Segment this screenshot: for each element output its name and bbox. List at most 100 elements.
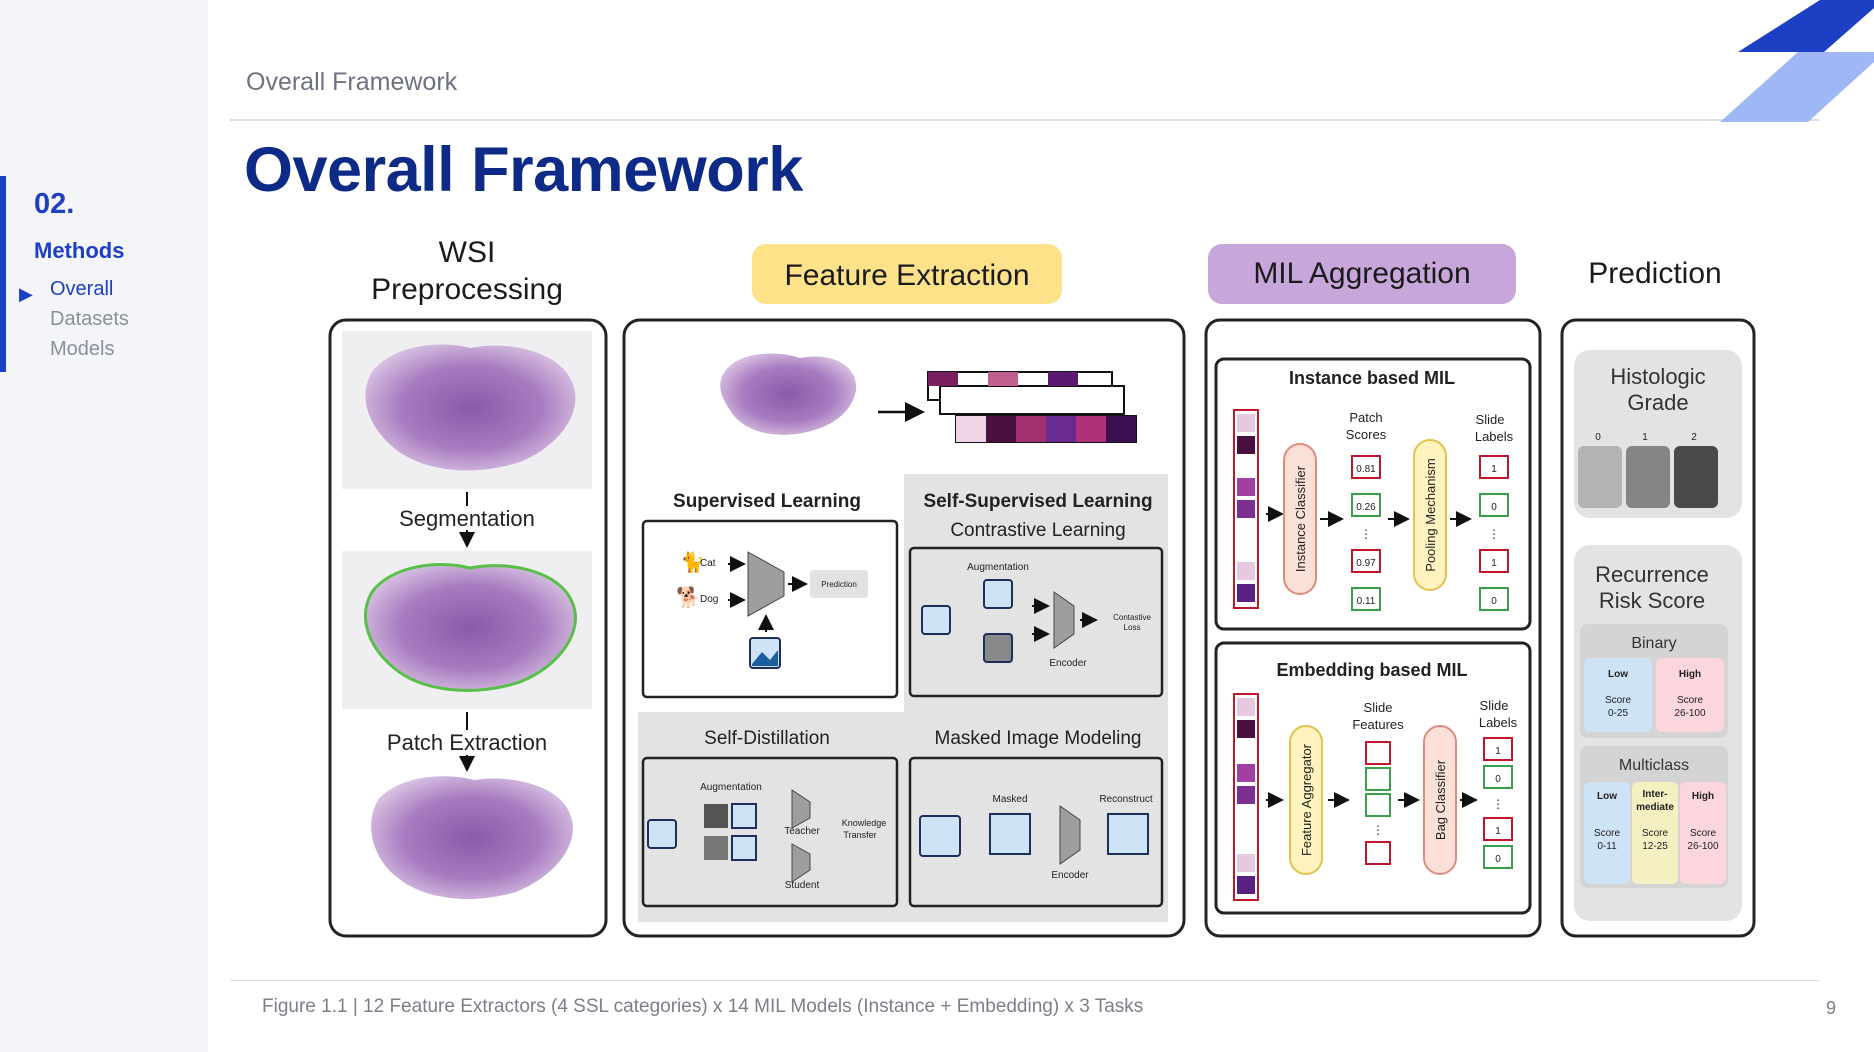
contrastive-loss-line1: Contastive [1113,613,1151,622]
embedding-mil-title: Embedding based MIL [1276,660,1467,680]
binary-low [1584,658,1652,732]
breadcrumb: Overall Framework [246,68,458,96]
bag-classifier-block [1423,725,1457,875]
sd-input-icon [647,819,677,849]
slide-label: 1 [1491,558,1497,569]
contrastive-encoder-label: Encoder [1049,658,1087,669]
mil-aggregation-title: MIL Aggregation [1253,257,1470,290]
multiclass-title: Multiclass [1619,757,1689,774]
prediction-box [810,570,868,598]
instance-mil-title: Instance based MIL [1289,368,1455,388]
self-distillation-title: Self-Distillation [704,728,830,749]
supervised-box [641,519,899,699]
instance-classifier-block [1283,443,1317,595]
patch-scores-line2: Scores [1346,427,1387,442]
binary-low-score: Score [1605,695,1632,706]
bag-classifier-label: Bag Classifier [1433,759,1448,840]
patch-score-box [1351,455,1381,479]
histologic-title-line1: Histologic [1610,364,1705,389]
slide-label-box [1483,817,1513,841]
sidebar-item-models[interactable]: Models [50,338,115,360]
slide-feature [1365,793,1391,817]
mim-title: Masked Image Modeling [935,728,1142,749]
patch-scores-line1: Patch [1349,410,1382,425]
feature-extraction-title: Feature Extraction [784,259,1029,292]
slide-feature [1365,767,1391,791]
slide-label: 0 [1491,596,1497,607]
grade-label: 1 [1642,432,1648,443]
grade-bar-1 [1626,446,1670,508]
self-distillation-box [641,756,899,908]
grade-bar-0 [1578,446,1622,508]
binary-title: Binary [1631,635,1676,652]
instance-slide-labels-line2: Labels [1475,429,1514,444]
pooling-label: Pooling Mechanism [1423,458,1438,571]
supervised-encoder [747,551,785,617]
contrastive-encoder [1053,591,1075,649]
slide-label-box [1479,549,1509,573]
binary-low-label: Low [1608,669,1628,680]
slide-feature [1365,841,1391,865]
recurrence-title-line1: Recurrence [1595,562,1709,587]
sd-student-label: Student [785,880,820,891]
sidebar-item-overall[interactable]: Overall [50,278,114,300]
sd-teacher-label: Teacher [784,826,820,837]
slide-label-box [1479,455,1509,479]
mim-reconstruct-icon [1107,813,1149,855]
slide-label-box [1483,737,1513,761]
sd-teacher [791,789,811,829]
patch-score-box [1351,493,1381,517]
multiclass-mid-label-line1: Inter- [1643,789,1668,800]
binary-high-label: High [1679,669,1701,680]
multiclass-high-label: High [1692,791,1714,802]
binary-high-range: 26-100 [1674,708,1706,719]
embedding-slide-labels-line2: Labels [1479,715,1518,730]
patch-score-box [1351,549,1381,573]
label-prediction: Prediction [821,580,857,589]
mil-aggregation-badge [1208,244,1516,304]
slide-label: 1 [1491,464,1497,475]
dog-icon: 🐕 [676,585,701,609]
contrastive-input-icon [921,605,951,635]
page-title: Overall Framework [244,135,803,205]
histologic-title-line2: Grade [1627,390,1688,415]
multiclass-low-score: Score [1594,828,1621,839]
slide-label-box [1483,765,1513,789]
wsi-title-line2: Preprocessing [371,273,563,306]
multiclass-mid [1632,782,1678,884]
grade-label: 0 [1595,432,1601,443]
mim-input-icon [919,815,961,857]
cat-icon: 🐈 [680,550,705,574]
sidebar-item-datasets[interactable]: Datasets [50,308,129,330]
contrastive-augmentation: Augmentation [967,562,1029,573]
section-number: 02. [34,188,75,220]
mim-encoder [1059,805,1081,865]
slide-label: 1 [1495,826,1501,837]
feature-token-stack [927,371,1137,443]
patch-score-ellipsis: ⋮ [1360,527,1372,541]
feature-aggregator-label: Feature Aggregator [1299,743,1314,856]
mim-reconstruct: Reconstruct [1099,794,1153,805]
fe-tissue [720,353,857,435]
sd-kt-line1: Knowledge [842,818,887,828]
slide-label-ellipsis: ⋮ [1492,797,1504,811]
slide-label: 1 [1495,746,1501,757]
label-dog: Dog [700,594,718,605]
sd-kt-line2: Transfer [843,830,876,840]
instance-slide-labels-line1: Slide [1476,412,1505,427]
sd-augmentation: Augmentation [700,782,762,793]
sidebar [0,0,208,1052]
wsi-tissue-patches [371,776,573,900]
wsi-title-line1: WSI [439,236,496,269]
recurrence-title-line2: Risk Score [1599,588,1705,613]
supervised-title: Supervised Learning [673,491,861,512]
multiclass-low-range: 0-11 [1597,841,1617,852]
multiclass-mid-label-line2: mediate [1636,802,1674,813]
page-number: 9 [1826,998,1837,1018]
multiclass-high-range: 26-100 [1687,841,1719,852]
wsi-step-patch-extraction: Patch Extraction [387,730,547,755]
mim-box [908,756,1164,908]
instance-classifier-label: Instance Classifier [1293,465,1308,572]
multiclass-mid-range: 12-25 [1642,841,1668,852]
footer-divider [230,980,1820,981]
